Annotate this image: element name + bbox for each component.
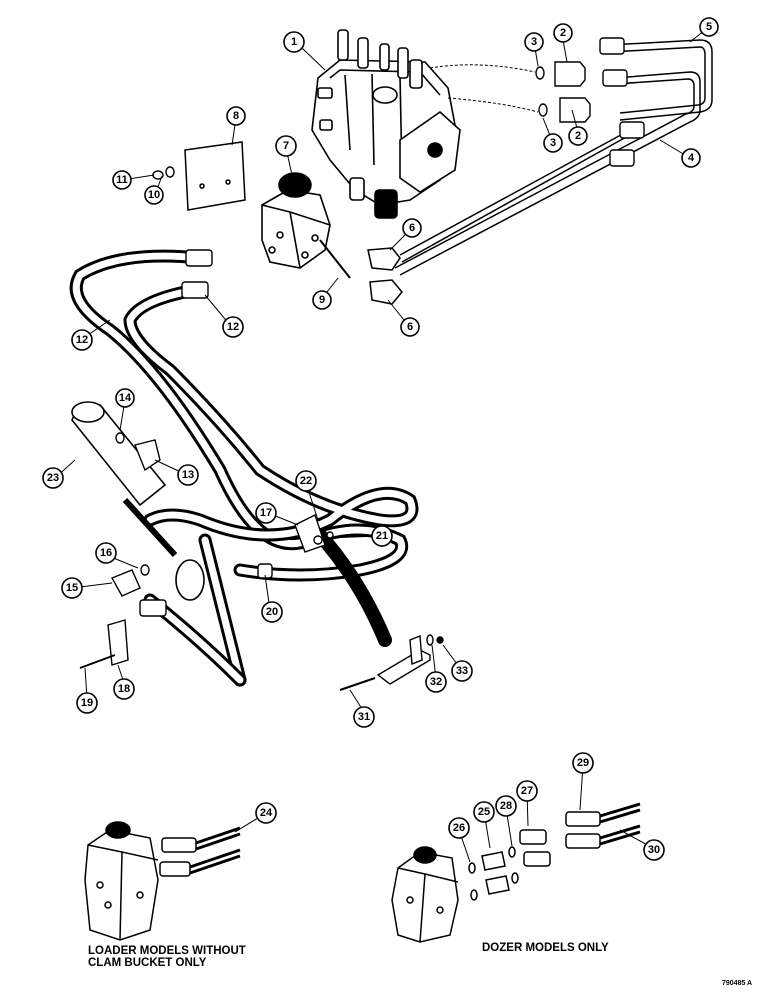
callout-25: 25 bbox=[473, 801, 495, 823]
callout-2-lower: 2 bbox=[568, 126, 588, 146]
connection-line-lower bbox=[447, 97, 539, 113]
callout-label: 10 bbox=[148, 189, 160, 201]
hose-ends bbox=[139, 249, 273, 617]
callout-label: 5 bbox=[706, 21, 712, 33]
elbow-fittings bbox=[367, 247, 403, 305]
callout-label: 6 bbox=[409, 222, 415, 234]
callout-23: 23 bbox=[42, 467, 64, 489]
nut-and-washer bbox=[152, 166, 175, 180]
callout-31: 31 bbox=[353, 706, 375, 728]
callout-label: 31 bbox=[358, 711, 370, 723]
callout-12-left: 12 bbox=[71, 329, 93, 351]
callout-3-upper: 3 bbox=[524, 32, 544, 52]
loader-inset bbox=[84, 821, 241, 941]
callout-label: 27 bbox=[521, 785, 533, 797]
figure-id: 790485 A bbox=[722, 980, 753, 987]
callout-label: 13 bbox=[182, 469, 194, 481]
callout-label: 28 bbox=[500, 800, 512, 812]
steel-tubes bbox=[394, 39, 713, 276]
bolt bbox=[319, 239, 351, 279]
callout-16: 16 bbox=[95, 542, 117, 564]
callout-label: 9 bbox=[319, 294, 325, 306]
callout-7: 7 bbox=[275, 135, 297, 157]
mounting-plate bbox=[184, 141, 246, 211]
callout-label: 12 bbox=[76, 334, 88, 346]
callout-label: 15 bbox=[66, 582, 78, 594]
callout-label: 16 bbox=[100, 547, 112, 559]
loader-caption-line1: LOADER MODELS WITHOUT bbox=[88, 945, 246, 957]
dozer-inset bbox=[391, 802, 641, 943]
callout-28: 28 bbox=[495, 795, 517, 817]
callout-label: 6 bbox=[407, 321, 413, 333]
callout-label: 3 bbox=[531, 36, 537, 48]
callout-label: 1 bbox=[291, 36, 297, 48]
loader-caption: LOADER MODELS WITHOUT CLAM BUCKET ONLY bbox=[88, 945, 246, 969]
callout-label: 30 bbox=[648, 844, 660, 856]
callout-label: 29 bbox=[577, 757, 589, 769]
relief-valve-block bbox=[261, 172, 331, 269]
callout-label: 22 bbox=[300, 475, 312, 487]
callout-18: 18 bbox=[113, 678, 135, 700]
callout-14: 14 bbox=[115, 388, 135, 408]
callout-label: 26 bbox=[453, 822, 465, 834]
callout-22: 22 bbox=[295, 470, 317, 492]
callout-21: 21 bbox=[371, 525, 393, 547]
tube-nuts bbox=[599, 37, 645, 167]
callout-26: 26 bbox=[448, 817, 470, 839]
callout-8: 8 bbox=[226, 106, 246, 126]
callout-label: 25 bbox=[478, 806, 490, 818]
callout-10: 10 bbox=[144, 185, 164, 205]
callout-32: 32 bbox=[425, 671, 447, 693]
callout-33: 33 bbox=[451, 660, 473, 682]
callout-label: 2 bbox=[575, 130, 581, 142]
callout-6-upper: 6 bbox=[402, 218, 422, 238]
callout-12-right: 12 bbox=[222, 316, 244, 338]
hydraulic-hoses bbox=[69, 249, 419, 687]
control-valve bbox=[311, 29, 461, 219]
callout-15: 15 bbox=[61, 577, 83, 599]
callout-label: 33 bbox=[456, 665, 468, 677]
callout-label: 7 bbox=[283, 140, 289, 152]
callout-label: 32 bbox=[430, 676, 442, 688]
callout-label: 4 bbox=[688, 152, 695, 164]
hose-clamp bbox=[79, 619, 129, 669]
dozer-caption: DOZER MODELS ONLY bbox=[482, 942, 609, 954]
callout-4: 4 bbox=[681, 148, 701, 168]
cylinder-fittings bbox=[111, 432, 334, 597]
callout-11: 11 bbox=[112, 170, 132, 190]
callout-17: 17 bbox=[255, 502, 277, 524]
callout-3-lower: 3 bbox=[543, 133, 563, 153]
hydraulic-cylinder bbox=[71, 401, 205, 601]
callout-label: 21 bbox=[376, 530, 388, 542]
callout-label: 18 bbox=[118, 683, 130, 695]
o-ring-fittings bbox=[535, 61, 591, 123]
callout-1: 1 bbox=[283, 31, 305, 53]
support-bracket bbox=[339, 634, 444, 691]
callout-19: 19 bbox=[76, 692, 98, 714]
callout-label: 3 bbox=[550, 137, 556, 149]
callout-27: 27 bbox=[516, 780, 538, 802]
callout-9: 9 bbox=[312, 290, 332, 310]
callout-label: 23 bbox=[47, 472, 59, 484]
callout-label: 17 bbox=[260, 507, 272, 519]
callout-label: 24 bbox=[260, 807, 273, 819]
callout-29: 29 bbox=[572, 752, 594, 774]
callout-label: 8 bbox=[233, 110, 239, 122]
callout-30: 30 bbox=[643, 839, 665, 861]
callout-label: 2 bbox=[560, 27, 566, 39]
callout-label: 20 bbox=[266, 606, 278, 618]
loader-caption-line2: CLAM BUCKET ONLY bbox=[88, 957, 207, 969]
callout-label: 19 bbox=[81, 697, 93, 709]
callout-5: 5 bbox=[699, 17, 719, 37]
callout-label: 12 bbox=[227, 321, 239, 333]
callout-label: 11 bbox=[116, 174, 128, 186]
callout-2-upper: 2 bbox=[553, 23, 573, 43]
callout-20: 20 bbox=[261, 601, 283, 623]
callout-label: 14 bbox=[119, 392, 132, 404]
callout-24: 24 bbox=[255, 802, 277, 824]
callout-6-lower: 6 bbox=[400, 317, 420, 337]
callout-13: 13 bbox=[177, 464, 199, 486]
connection-line-upper bbox=[429, 64, 536, 73]
